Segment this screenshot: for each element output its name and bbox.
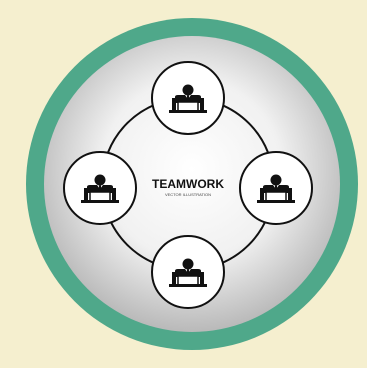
team-member-bottom [151,235,225,309]
team-member-right [239,151,313,225]
team-member-left [63,151,137,225]
team-member-top [151,61,225,135]
diagram-subtitle: VECTOR ILLUSTRATION [165,192,211,197]
inner-disc [44,36,340,332]
diagram-title: TEAMWORK [152,177,224,191]
